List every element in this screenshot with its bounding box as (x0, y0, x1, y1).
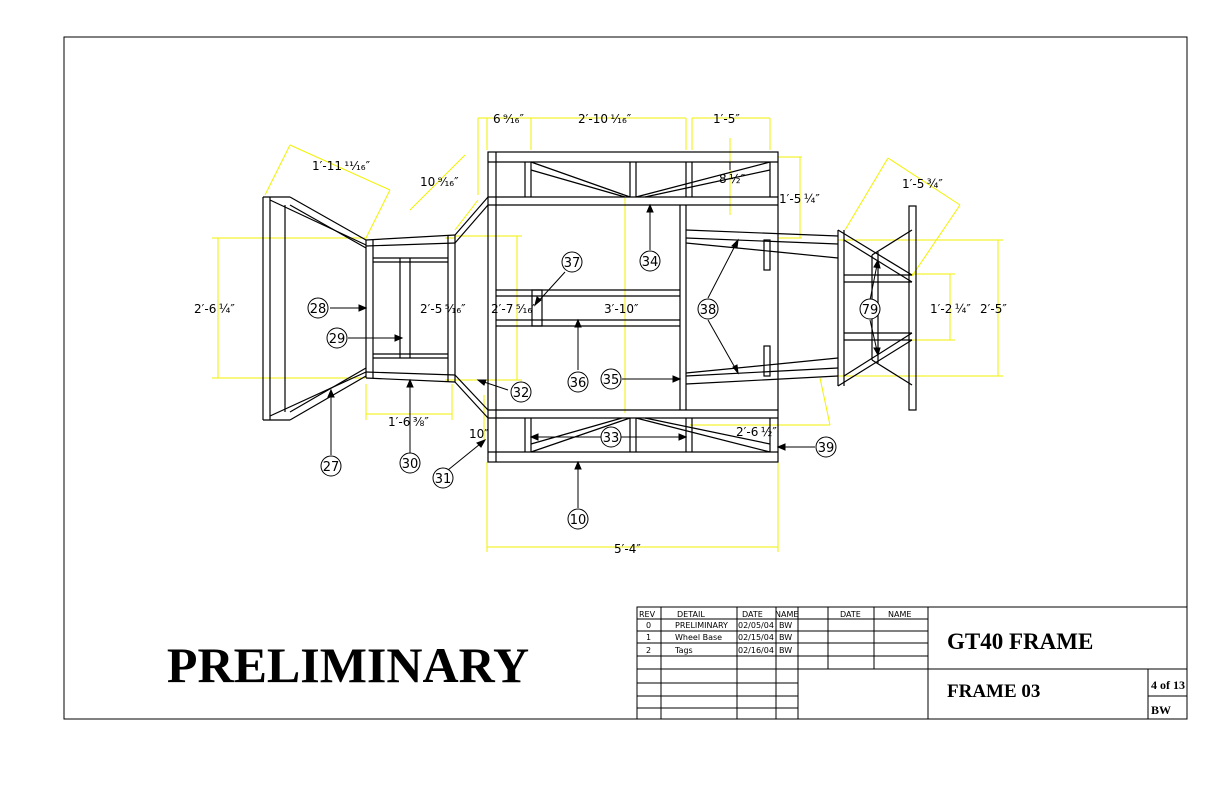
rev-0-date: 02/05/04 (738, 621, 774, 630)
dim-10: 10″ (469, 427, 489, 441)
balloon-38: 38 (697, 298, 719, 320)
dim-2-6-2: 2′-6 ½″ (736, 425, 777, 439)
balloon-10: 10 (567, 508, 589, 530)
drawing-name: FRAME 03 (947, 681, 1040, 702)
title-block (636, 606, 1188, 720)
rev-0-number: 0 (646, 621, 651, 630)
balloon-27: 27 (320, 455, 342, 477)
svg-text:79: 79 (862, 303, 879, 318)
rev-0-detail: PRELIMINARY (675, 621, 728, 630)
sheet-number: 4 of 13 (1151, 678, 1185, 692)
dim-1-11-11-16: 1′-11 ¹¹⁄₁₆″ (312, 159, 371, 173)
dim-3-10: 3′-10″ (604, 302, 639, 316)
rev-2-date: 02/16/04 (738, 646, 774, 655)
svg-text:34: 34 (642, 255, 659, 270)
balloon-33: 33 (600, 426, 622, 448)
dim-1-5-1-4: 1′-5 ¼″ (779, 192, 820, 206)
balloon-29: 29 (326, 327, 348, 349)
rev-header-rev: REV (639, 610, 656, 619)
svg-text:37: 37 (564, 256, 581, 271)
rev-1-number: 1 (646, 633, 651, 642)
dim-1-2-1-4: 1′-2 ¼″ (930, 302, 971, 316)
frame-geometry (262, 151, 917, 463)
balloon-34: 34 (639, 250, 661, 272)
rev-header-detail: DETAIL (677, 610, 705, 619)
svg-text:27: 27 (323, 460, 340, 475)
rev-0-name: BW (779, 621, 792, 630)
rev-header-date: DATE (742, 610, 763, 619)
title-block-text: REV DETAIL DATE NAME DATE NAME 0 PRELIMI… (639, 610, 1185, 717)
rev-1-date: 02/15/04 (738, 633, 774, 642)
balloon-35: 35 (600, 368, 622, 390)
balloon-31: 31 (432, 467, 454, 489)
dim-5-4: 5′-4″ (614, 542, 641, 556)
rev-header-name-2: NAME (888, 610, 911, 619)
rev-2-name: BW (779, 646, 792, 655)
dim-2-7-5-16: 2′-7 ⁵⁄₁₆″ (491, 302, 537, 316)
rev-1-detail: Wheel Base (675, 633, 722, 642)
svg-text:31: 31 (435, 472, 452, 487)
balloon-36: 36 (567, 371, 589, 393)
rev-header-name: NAME (775, 610, 798, 619)
svg-text:28: 28 (310, 302, 327, 317)
rev-header-date-2: DATE (840, 610, 861, 619)
drawn-by: BW (1151, 703, 1171, 717)
svg-text:36: 36 (570, 376, 587, 391)
rev-1-name: BW (779, 633, 792, 642)
balloon-28: 28 (307, 297, 329, 319)
rev-2-number: 2 (646, 646, 651, 655)
sheet-border (63, 36, 1188, 720)
svg-text:35: 35 (603, 373, 620, 388)
svg-text:29: 29 (329, 332, 346, 347)
svg-text:39: 39 (818, 441, 835, 456)
svg-text:32: 32 (513, 386, 530, 401)
part-balloons: 10 27 28 29 30 31 32 33 34 35 36 37 38 3… (307, 250, 881, 530)
dimension-labels: 6 ⁹⁄₁₆″ 2′-10 ¹⁄₁₆″ 1′-5″ 8 ½″ 1′-5 ¼″ 1… (194, 112, 1007, 556)
balloon-79: 79 (859, 298, 881, 320)
dim-2-5-right: 2′-5″ (980, 302, 1007, 316)
dim-2-6-1-4: 2′-6 ¼″ (194, 302, 235, 316)
dim-1-6-3-8: 1′-6 ⅜″ (388, 415, 429, 429)
svg-text:30: 30 (402, 457, 419, 472)
balloon-30: 30 (399, 452, 421, 474)
dim-8-1-2: 8 ½″ (719, 172, 746, 186)
dim-1-5-3-4: 1′-5 ¾″ (902, 177, 943, 191)
drawing-title: GT40 FRAME (947, 629, 1093, 654)
dim-10-9-16: 10 ⁹⁄₁₆″ (420, 175, 459, 189)
svg-text:38: 38 (700, 303, 717, 318)
svg-text:10: 10 (570, 513, 587, 528)
dim-6-9-16: 6 ⁹⁄₁₆″ (493, 112, 524, 126)
dimension-lines (212, 117, 1003, 552)
leader-lines (327, 162, 881, 508)
dim-2-5-5-16: 2′-5 ⁵⁄₁₆″ (420, 302, 466, 316)
balloon-32: 32 (510, 381, 532, 403)
balloon-39: 39 (815, 436, 837, 458)
balloon-37: 37 (561, 251, 583, 273)
rev-2-detail: Tags (674, 646, 693, 655)
preliminary-stamp: PRELIMINARY (167, 637, 529, 693)
svg-text:33: 33 (603, 431, 620, 446)
dim-1-5-top: 1′-5″ (713, 112, 740, 126)
dim-2-10-1-16: 2′-10 ¹⁄₁₆″ (578, 112, 632, 126)
